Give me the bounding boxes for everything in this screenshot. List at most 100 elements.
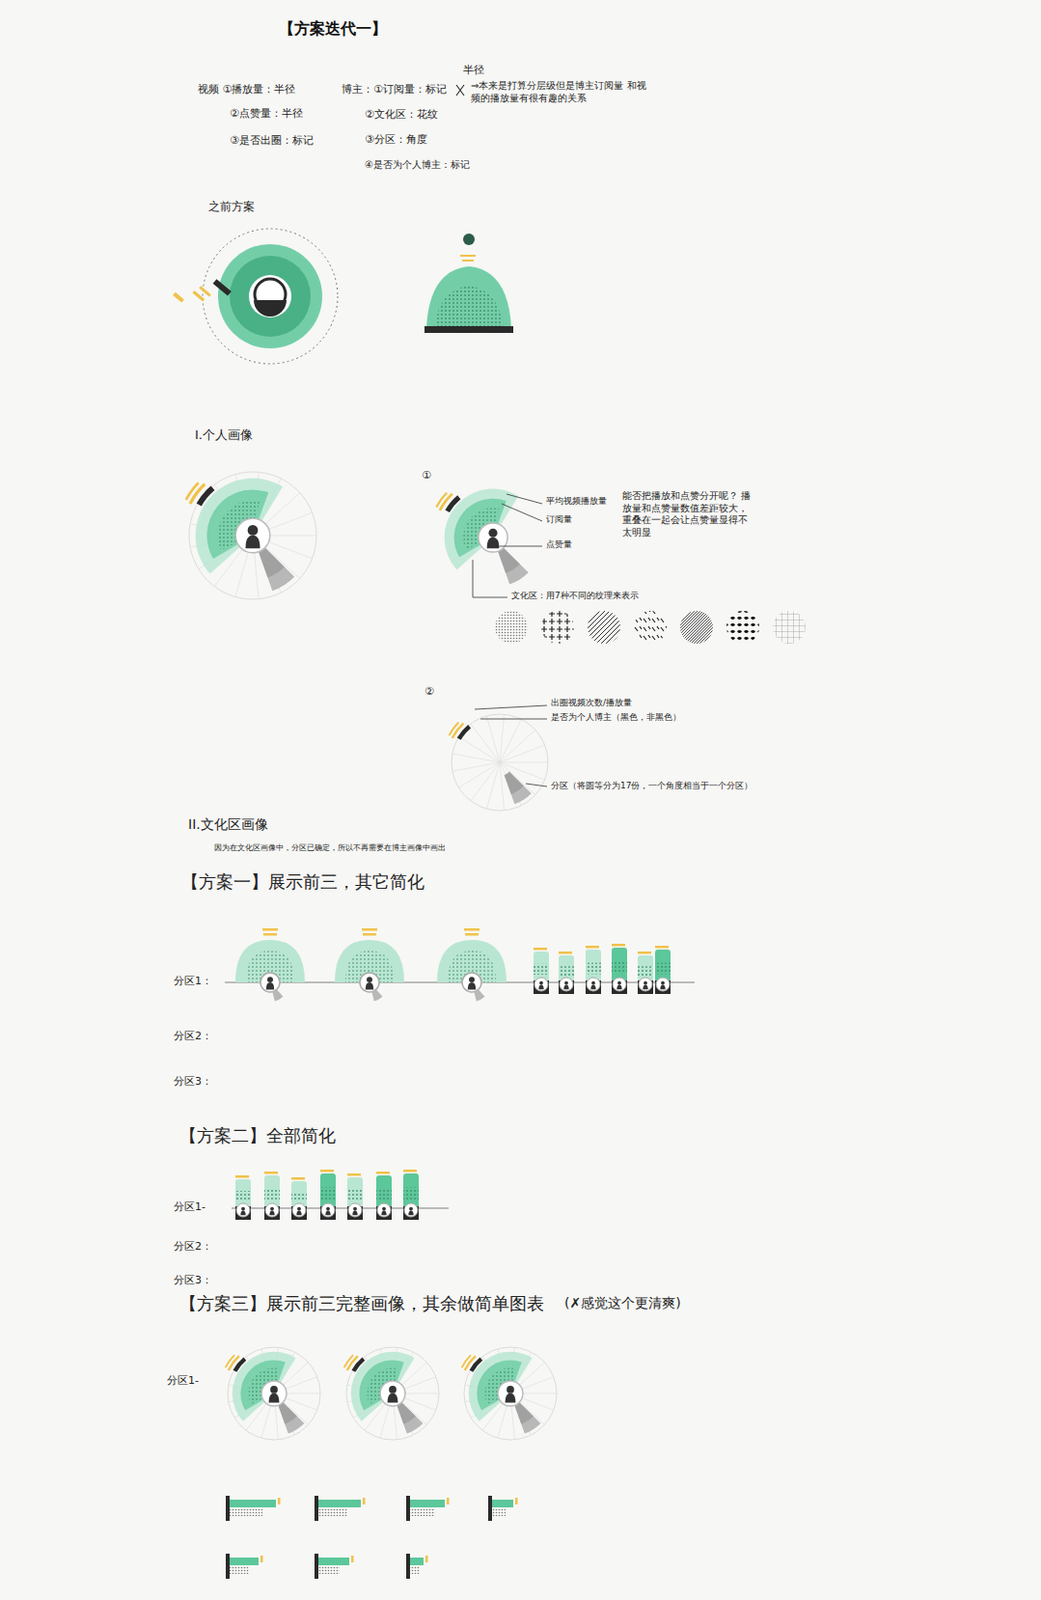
sketch-mark (387, 1393, 399, 1403)
scheme-heading: 【方案一】展示前三，其它简化 (181, 871, 425, 894)
sketch-mark (258, 547, 295, 591)
sketch-mark (533, 963, 549, 975)
sketch-mark (451, 722, 466, 740)
sketch-mark (591, 981, 596, 986)
callout-label: 出圈视频次数/播放量 (550, 697, 632, 709)
row-label: 分区1： (173, 974, 213, 988)
legend-note: 视频 ①播放量：半径 (197, 82, 296, 97)
sketch-mark (558, 951, 575, 994)
sketch-mark (564, 981, 569, 986)
sketch-mark (611, 943, 628, 994)
sketch-mark (318, 1565, 340, 1574)
sketch-mark (465, 932, 479, 936)
sketch-mark (473, 988, 485, 1001)
sketch-mark (611, 960, 628, 974)
sketch-mark (264, 1171, 280, 1220)
callout-label: 订阅量 (546, 514, 573, 525)
sketch-mark (270, 1206, 274, 1211)
sketch-mark (462, 972, 482, 992)
sketch-mark (470, 762, 500, 801)
sketch-mark (352, 1209, 357, 1215)
sketch-mark (247, 524, 259, 536)
sketch-mark (586, 977, 601, 991)
sketch-mark (487, 537, 500, 548)
sketch-mark (229, 255, 311, 337)
sketch-mark (499, 762, 505, 811)
sketch-mark (246, 950, 295, 983)
sketch-mark (637, 951, 654, 994)
sketch-mark (314, 1495, 319, 1521)
sketch-mark (435, 489, 528, 585)
sketch-mark (501, 503, 543, 521)
sketch-mark (297, 1206, 302, 1211)
sketch-mark (452, 762, 500, 771)
sketch-mark (468, 976, 475, 983)
sketch-mark (260, 972, 280, 992)
sketch-mark (637, 951, 652, 955)
sketch-mark (462, 259, 474, 262)
section-heading: II.文化区画像 (188, 816, 269, 834)
sketch-mark (376, 1171, 392, 1220)
sketch-mark (486, 715, 500, 763)
row-label: 分区1- (166, 1373, 199, 1388)
sketch-mark (225, 1553, 230, 1579)
sketch-mark (380, 1380, 406, 1406)
sketch-mark (493, 546, 543, 548)
sketch-mark (346, 1354, 359, 1370)
sketch-mark (464, 928, 480, 932)
sketch-mark (235, 928, 305, 1001)
sketch-mark (655, 945, 669, 949)
sketch-mark (406, 1495, 411, 1521)
sketch-mark (227, 1346, 321, 1440)
sketch-mark (403, 1169, 417, 1173)
sketch-mark (348, 1203, 362, 1217)
sketch-mark (403, 1169, 419, 1220)
legend-note: ④是否为个人博主：标记 (364, 159, 470, 172)
sketch-mark (478, 522, 508, 552)
sketch-mark (499, 744, 546, 763)
sketch-mark (262, 928, 278, 932)
sketch-mark (185, 481, 200, 500)
sketch-mark (504, 771, 532, 805)
sketch-mark (515, 1497, 519, 1505)
sketch-mark (464, 1346, 557, 1440)
sketch-mark (534, 977, 548, 991)
sketch-mark (424, 233, 514, 333)
sketch-mark (376, 1171, 390, 1175)
sketch-mark (470, 723, 500, 763)
sketch-mark (248, 274, 292, 318)
sketch-mark (585, 962, 602, 975)
sketch-mark (655, 962, 671, 975)
sketch-mark (296, 1209, 302, 1215)
sketch-mark (499, 762, 548, 764)
sketch-mark (381, 1209, 386, 1215)
sketch-mark (533, 947, 549, 994)
section-heading: 之前方案 (208, 199, 255, 215)
sketch-mark (266, 982, 274, 989)
sketch-mark (438, 493, 454, 512)
sketch-mark (504, 771, 524, 795)
sketch-mark (488, 528, 497, 538)
sketch-mark (213, 278, 232, 296)
sketch-mark (660, 981, 665, 986)
sketch-mark (229, 1499, 276, 1507)
sketch-mark (633, 610, 667, 644)
sketch-mark (410, 1499, 445, 1507)
sketch-mark (388, 1385, 397, 1394)
sketch-mark (198, 285, 212, 297)
sketch-mark (172, 292, 185, 303)
sketch-mark (235, 1175, 251, 1220)
sketch-mark (680, 610, 713, 644)
sketch-mark (488, 1495, 493, 1521)
sketch-mark (377, 1203, 391, 1217)
sketch-mark (403, 1186, 419, 1200)
sketch-mark (408, 1209, 413, 1215)
sketch-mark (406, 1553, 411, 1579)
sketch-mark (320, 1186, 336, 1200)
sketch-mark (229, 1557, 259, 1565)
sketch-mark (343, 1354, 355, 1369)
sketch-mark (172, 228, 338, 364)
callout-label: 分区（将圆等分为17份，一个角度相当于一个分区） (550, 780, 753, 792)
sketch-mark (612, 977, 627, 991)
